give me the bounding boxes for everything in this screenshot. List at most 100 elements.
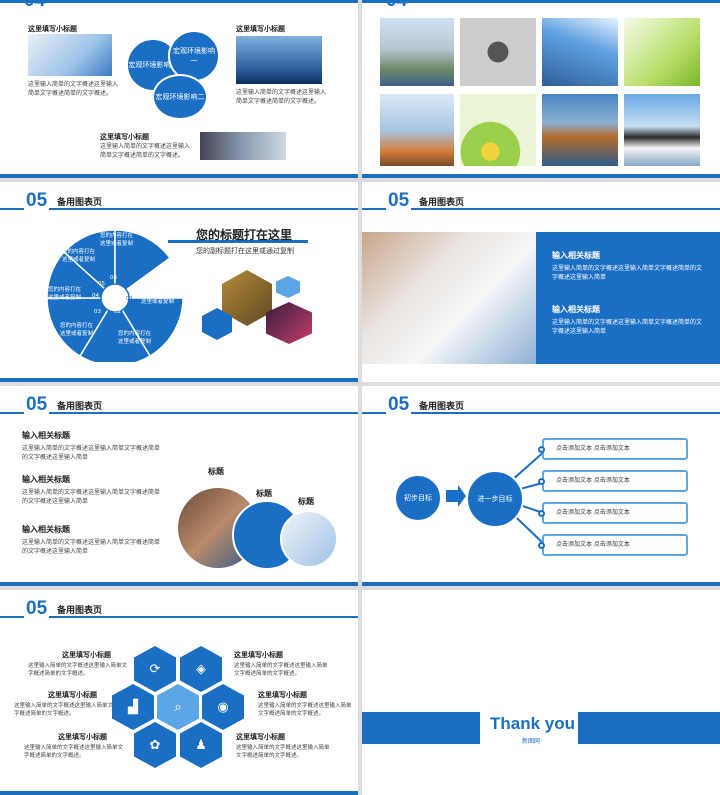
- photo-circle-2: [280, 510, 338, 568]
- arrow-icon: [446, 485, 466, 507]
- segment-num: 06: [110, 275, 117, 281]
- segment-text: 您的内容打在这里或者复制: [141, 291, 175, 305]
- circle-3: 宏观环境影响二: [152, 74, 208, 120]
- slide-thumbnail-6[interactable]: 05 备用图表页 初步目标 进一步目标 点击添加文本 点击添加文本 点击添加文本…: [362, 386, 720, 586]
- item-title: 这里填写小标题: [48, 691, 97, 699]
- text-box[interactable]: 点击添加文本 点击添加文本: [542, 470, 688, 492]
- bottom-bar: [362, 582, 720, 586]
- segment-01: [113, 297, 184, 358]
- block-title: 输入相关标题: [22, 431, 70, 440]
- block-text: 这里输入简单的文字概述这里输入简单文字概述简单的文字概述。: [28, 81, 119, 97]
- item-title: 这里填写小标题: [234, 651, 283, 659]
- item-text: 这里输入简单的文字概述这里输入简单文字概述简单的文字概述。: [234, 663, 328, 677]
- section-number: 05: [386, 394, 412, 416]
- header-line: [362, 208, 720, 210]
- slide-thumbnail-4[interactable]: 05 备用图表页 输入相关标题 这里输入简单的文字概述这里输入简单文字概述简单的…: [362, 182, 720, 382]
- block-title: 输入相关标题: [552, 251, 600, 260]
- slide-thumbnail-5[interactable]: 05 备用图表页 输入相关标题 这里输入简单的文字概述这里输入简单文字概述简单的…: [0, 386, 358, 586]
- text-box[interactable]: 点击添加文本 点击添加文本: [542, 438, 688, 460]
- block-title: 这里填写小标题: [28, 25, 77, 33]
- block-text: 这里输入简单的文字概述这里输入简单文字概述简单的文字概述这里输入简单: [552, 265, 703, 281]
- pie-center: [100, 283, 130, 313]
- bottom-bar: [0, 378, 358, 382]
- header-line: [0, 616, 358, 618]
- item-title: 这里填写小标题: [58, 733, 107, 741]
- segment-text: 您的内容打在这里或者复制: [48, 287, 82, 301]
- slide-thumbnail-8[interactable]: Thank you 新图网: [362, 590, 720, 795]
- title-underline: [168, 240, 308, 243]
- segment-06: [114, 229, 172, 300]
- section-title: 备用图表页: [55, 195, 105, 208]
- text-box[interactable]: 点击添加文本 点击添加文本: [542, 502, 688, 524]
- section-title: 备用图表页: [417, 195, 467, 208]
- slide-title: 您的标题打在这里: [196, 228, 293, 242]
- item-text: 这里输入简单的文字概述这里输入简单文字概述简单的文字概述。: [236, 745, 330, 759]
- section-title: 备用图表页: [55, 603, 105, 616]
- people-icon: ♟: [180, 722, 222, 768]
- slide-subtitle: 您的副标题打在这里或通过复制: [196, 247, 294, 255]
- bottom-bar: [0, 582, 358, 586]
- photo-eagle: [624, 94, 700, 166]
- slide-thumbnail-7[interactable]: 05 备用图表页 这里填写小标题 这里输入简单的文字概述这里输入简单文字概述简单…: [0, 590, 358, 795]
- hex-blue: [202, 308, 232, 340]
- block-title: 输入相关标题: [552, 305, 600, 314]
- brand-label: 新图网: [522, 738, 541, 745]
- photo-phone: [460, 18, 536, 86]
- segment-num: 05: [98, 281, 105, 287]
- block-text: 这里输入简单的文字概述这里输入简单文字概述简单的文字概述。: [236, 89, 327, 105]
- layers-icon: ◈: [180, 646, 222, 692]
- item-title: 这里填写小标题: [258, 691, 307, 699]
- section-number: 05: [24, 394, 50, 416]
- segment-text: 您的内容打在这里或者复制: [100, 233, 134, 247]
- photo-business: [200, 132, 286, 160]
- section-number: 05: [24, 598, 50, 620]
- connector-dot: [538, 446, 545, 453]
- header-line: [362, 412, 720, 414]
- slide-thumbnail-1[interactable]: 04 这里填写小标题 这里输入简单的文字概述这里输入简单文字概述简单的文字概述。…: [0, 0, 358, 178]
- circle-label: 标题: [256, 489, 272, 498]
- slide-header: 05 备用图表页: [362, 190, 720, 216]
- item-title: 这里填写小标题: [236, 733, 285, 741]
- segment-num: 02: [114, 309, 121, 315]
- text-box[interactable]: 点击添加文本 点击添加文本: [542, 534, 688, 556]
- bottom-bar: [0, 174, 358, 178]
- slide-thumbnail-2[interactable]: 04: [362, 0, 720, 178]
- band-right: [578, 712, 720, 744]
- refresh-icon: ⟳: [134, 646, 176, 692]
- segment-num: 01: [126, 296, 133, 302]
- gear-icon: ✿: [134, 722, 176, 768]
- block-title: 这里填写小标题: [100, 133, 149, 141]
- bottom-bar: [362, 174, 720, 178]
- segment-03: [46, 297, 117, 358]
- chart-icon: ▟: [112, 684, 154, 730]
- segment-text: 您的内容打在这里或者复制: [118, 331, 152, 345]
- connector-dot: [538, 510, 545, 517]
- pie-segments: [46, 229, 184, 362]
- segment-num: 04: [92, 293, 99, 299]
- block-text: 这里输入简单的文字概述这里输入简单文字概述简单的文字概述。: [100, 143, 191, 159]
- segment-02: [78, 296, 152, 362]
- photo-balloon: [380, 94, 454, 166]
- connector-dot: [538, 478, 545, 485]
- hex-photo-2: [266, 302, 312, 344]
- section-number: 05: [386, 190, 412, 212]
- connector-dot: [538, 542, 545, 549]
- item-text: 这里输入简单的文字概述这里输入简单文字概述简单的文字概述。: [28, 663, 128, 677]
- photo-ship: [542, 94, 618, 166]
- item-text: 这里输入简单的文字概述这里输入简单文字概述简单的文字概述。: [24, 745, 124, 759]
- segment-num: 03: [94, 309, 101, 315]
- section-title: 备用图表页: [55, 399, 105, 412]
- header-line: [362, 0, 720, 3]
- block-text: 这里输入简单的文字概述这里输入简单文字概述简单的文字概述这里输入简单: [22, 489, 161, 505]
- item-text: 这里输入简单的文字概述这里输入简单文字概述简单的文字概述。: [258, 703, 352, 717]
- section-number: 04: [24, 0, 46, 11]
- slide-thumbnail-3[interactable]: 05 备用图表页 您的内容打在这里或者复制 您的内容打在这里或者复制 您的内容打…: [0, 182, 358, 382]
- segment-text: 您的内容打在这里或者复制: [60, 323, 94, 337]
- blue-panel: [536, 232, 720, 364]
- photo-hand-chart: [28, 34, 112, 76]
- item-title: 这里填写小标题: [62, 651, 111, 659]
- block-title: 这里填写小标题: [236, 25, 285, 33]
- goal-circle-further: 进一步目标: [466, 470, 524, 528]
- photo-building: [380, 18, 454, 86]
